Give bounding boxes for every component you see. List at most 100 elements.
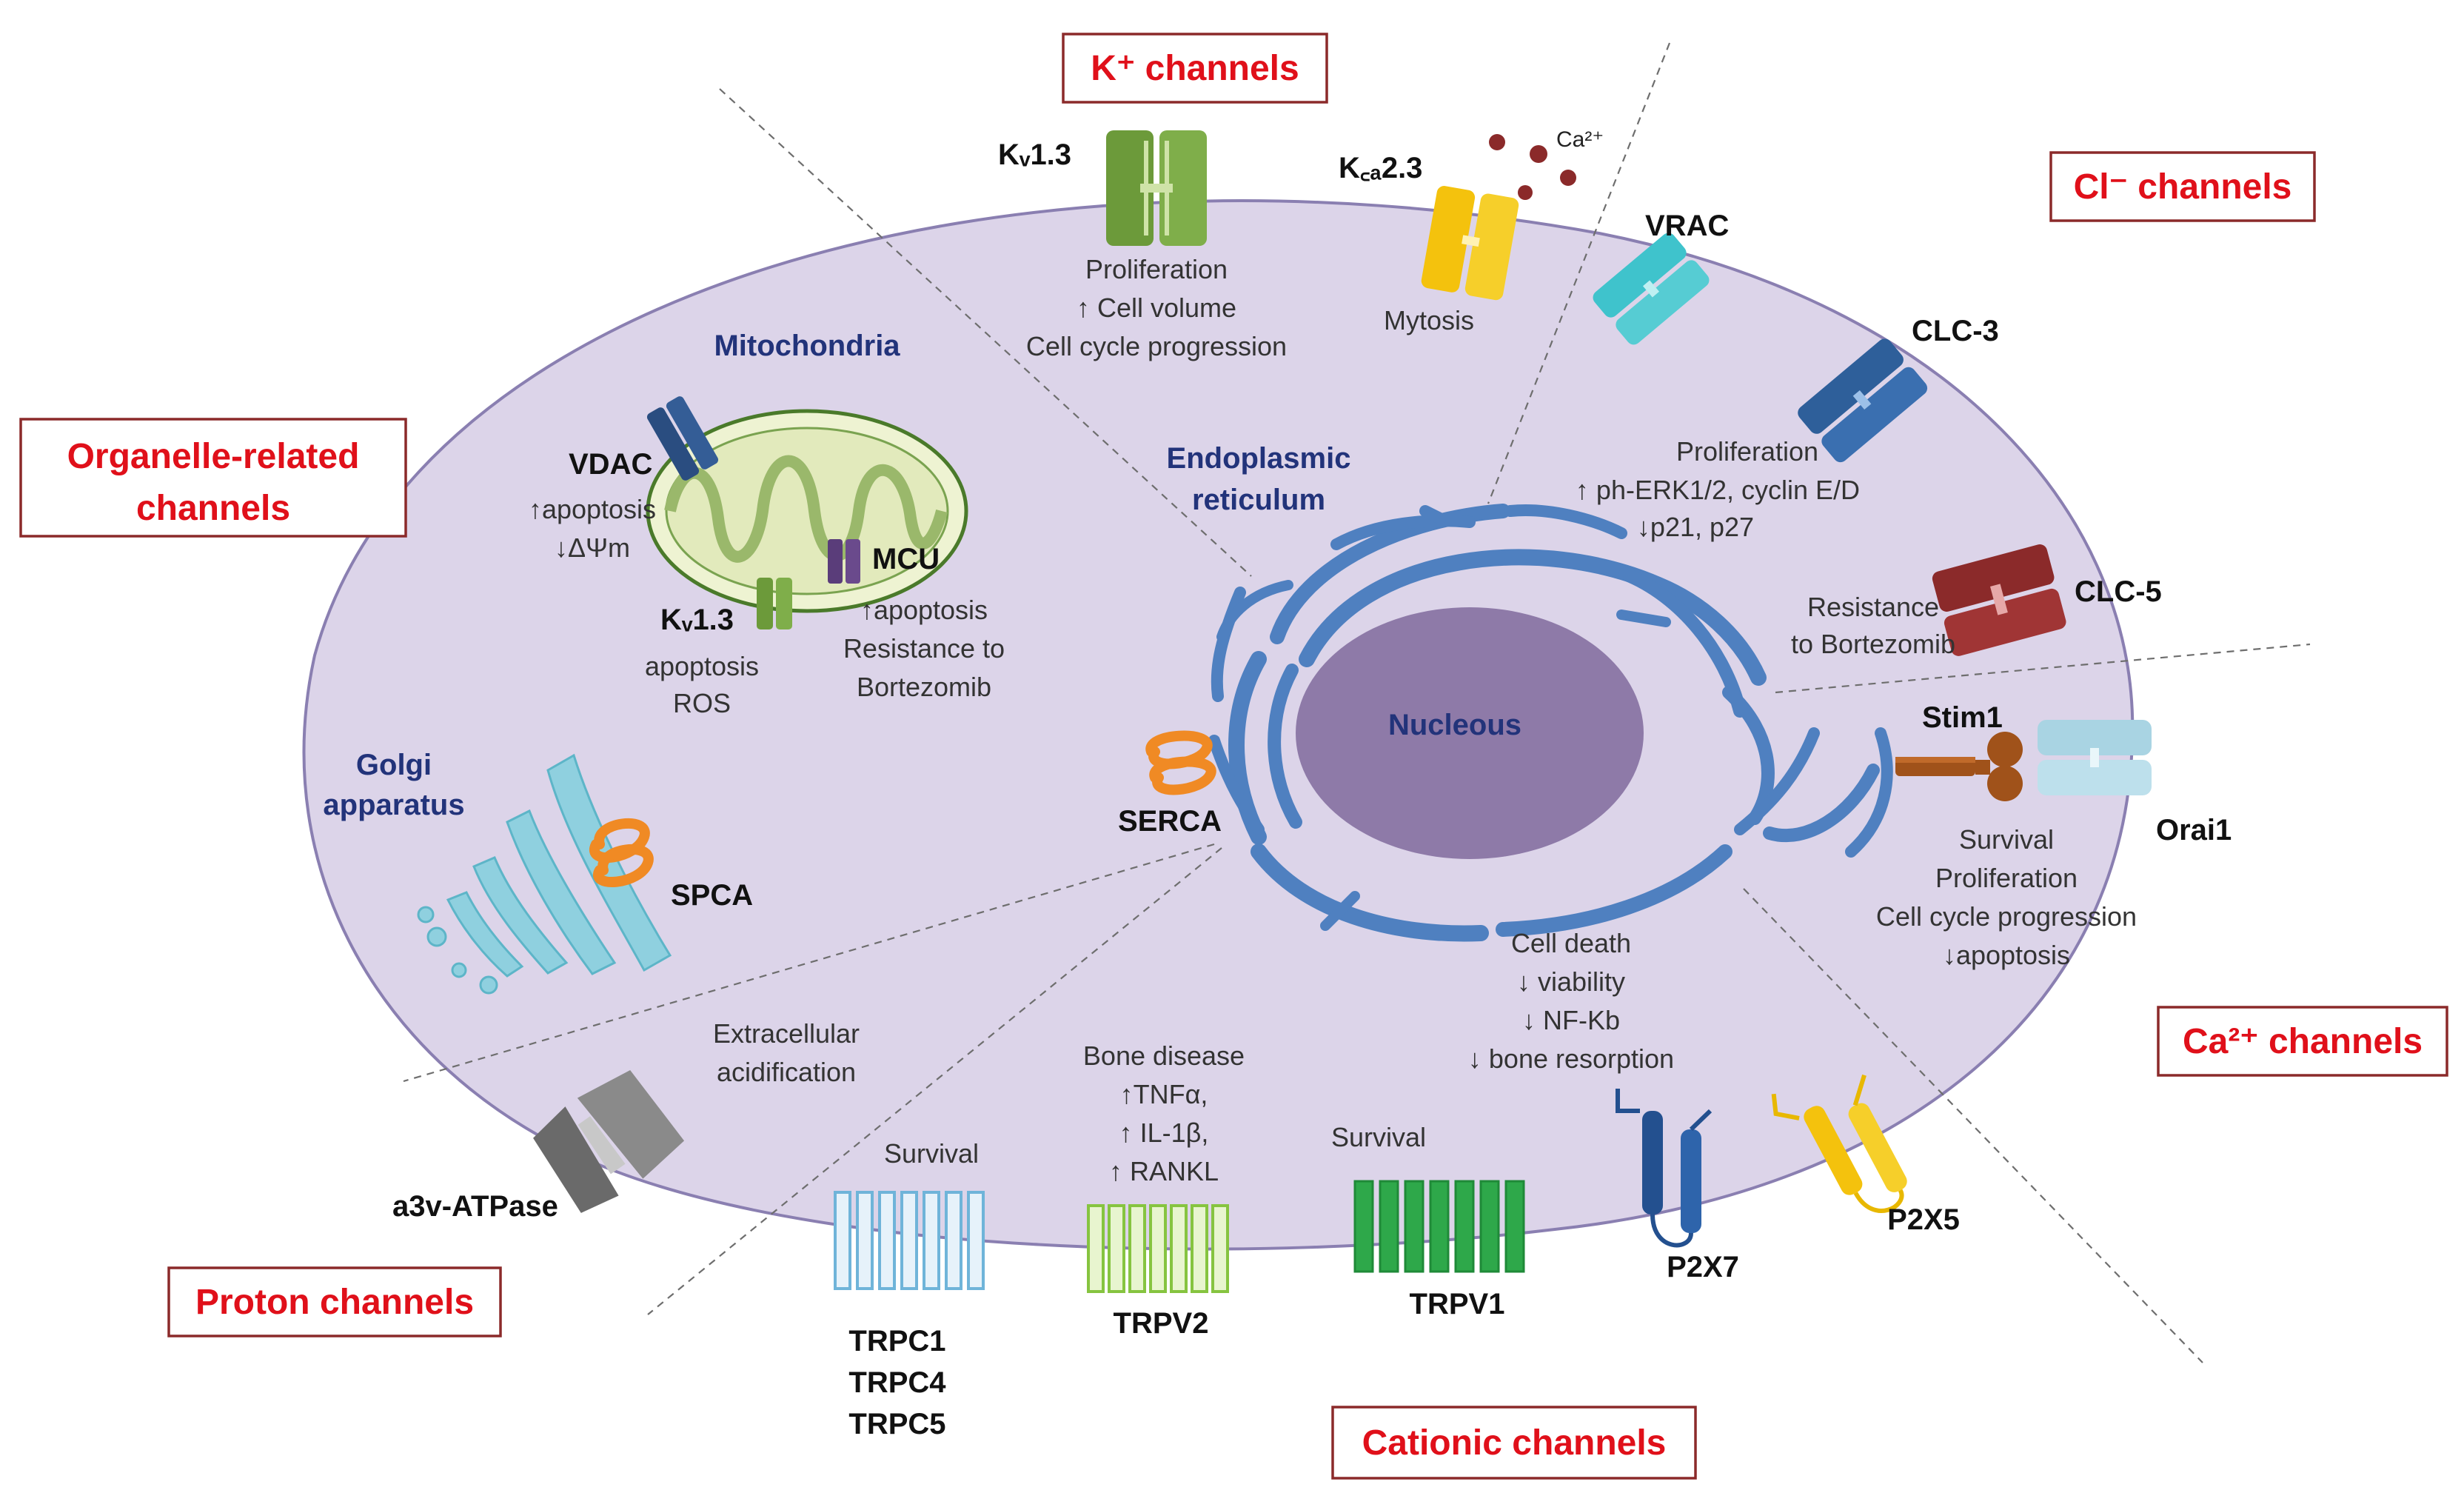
category-cl-box: Cl⁻ channels bbox=[2049, 151, 2316, 222]
serca-label: SERCA bbox=[1118, 805, 1222, 838]
cl-effect-3: ↓p21, p27 bbox=[1637, 512, 1754, 542]
golgi-label-2: apparatus bbox=[323, 789, 464, 821]
kca23-channel-icon bbox=[1421, 186, 1519, 301]
cl-effect-1: Proliferation bbox=[1676, 436, 1818, 467]
trpv2-effect-3: ↑ IL-1β, bbox=[1119, 1118, 1209, 1148]
trpc-effect-1: Survival bbox=[884, 1138, 979, 1169]
kv13-mito-effect-1: apoptosis bbox=[645, 651, 759, 681]
category-ca-box: Ca²⁺ channels bbox=[2157, 1006, 2448, 1077]
vrac-channel-icon bbox=[1593, 233, 1710, 345]
kv13-label: Kᵥ1.3 bbox=[998, 138, 1071, 171]
vdac-label: VDAC bbox=[569, 448, 652, 481]
kv13-mito-effect-2: ROS bbox=[673, 688, 731, 718]
spca-pump-icon bbox=[589, 818, 654, 887]
trpv1-label: TRPV1 bbox=[1410, 1288, 1505, 1320]
p2x7-channel-icon bbox=[1616, 1089, 1713, 1248]
category-k-box: K⁺ channels bbox=[1062, 33, 1328, 104]
clc3-label: CLC-3 bbox=[1912, 315, 1999, 347]
p2x7-effects: Cell death ↓ viability ↓ NF-Kb ↓ bone re… bbox=[1468, 928, 1674, 1074]
category-organelle-label-2: channels bbox=[136, 489, 290, 528]
stim1-orai1-effects: Survival Proliferation Cell cycle progre… bbox=[1876, 824, 2137, 970]
p2x7-effect-4: ↓ bone resorption bbox=[1468, 1043, 1674, 1074]
sector-dividers bbox=[403, 42, 2311, 1363]
er-label-2: reticulum bbox=[1192, 484, 1325, 516]
a3v-effects: Extracellular acidification bbox=[713, 1018, 860, 1087]
trpv2-effect-4: ↑ RANKL bbox=[1109, 1156, 1219, 1186]
p2x7-effect-3: ↓ NF-Kb bbox=[1522, 1005, 1620, 1035]
spca-label: SPCA bbox=[671, 879, 753, 912]
category-cationic-box: Cationic channels bbox=[1331, 1406, 1697, 1480]
clc5-effects: Resistance to Bortezomib bbox=[1791, 592, 1955, 659]
p2x5-label: P2X5 bbox=[1887, 1203, 1960, 1236]
category-proton-box: Proton channels bbox=[167, 1266, 502, 1337]
vrac-label: VRAC bbox=[1645, 210, 1729, 242]
category-ca-label: Ca²⁺ channels bbox=[2183, 1022, 2423, 1061]
stim1-effect-4: ↓apoptosis bbox=[1943, 940, 2070, 970]
golgi-label-1: Golgi bbox=[356, 749, 432, 781]
kv13-channel-icon bbox=[1106, 130, 1207, 246]
serca-pump-icon bbox=[1145, 730, 1216, 795]
nucleus bbox=[1296, 607, 1644, 859]
mcu-channel-icon bbox=[828, 539, 860, 584]
category-k-label: K⁺ channels bbox=[1091, 49, 1299, 88]
category-cl-label: Cl⁻ channels bbox=[2074, 167, 2292, 207]
stim1-effect-3: Cell cycle progression bbox=[1876, 901, 2137, 932]
kv13-effect-3: Cell cycle progression bbox=[1026, 331, 1287, 361]
clc5-effect-1: Resistance bbox=[1807, 592, 1939, 622]
vdac-effects: ↑apoptosis ↓ΔΨm bbox=[529, 494, 656, 563]
stim1-protein-icon bbox=[1895, 732, 2023, 801]
nucleus-label: Nucleous bbox=[1388, 709, 1521, 741]
a3v-atpase-icon bbox=[533, 1069, 685, 1213]
stim1-label: Stim1 bbox=[1922, 701, 2003, 734]
a3v-effect-1: Extracellular bbox=[713, 1018, 860, 1049]
clc5-channel-icon bbox=[1932, 544, 2066, 656]
orai1-channel-icon bbox=[2038, 720, 2152, 795]
kv13-mito-effects: apoptosis ROS bbox=[645, 651, 759, 718]
trpc4-label: TRPC4 bbox=[848, 1366, 946, 1399]
a3v-label: a3v-ATPase bbox=[392, 1190, 558, 1223]
clc5-effect-2: to Bortezomib bbox=[1791, 629, 1955, 659]
p2x5-channel-icon bbox=[1771, 1074, 1907, 1213]
mitochondria-label: Mitochondria bbox=[714, 330, 900, 362]
kv13-mito-channel-icon bbox=[757, 578, 792, 629]
p2x7-effect-1: Cell death bbox=[1511, 928, 1631, 958]
kv13-effect-1: Proliferation bbox=[1085, 254, 1228, 284]
clc3-channel-icon bbox=[1798, 338, 1928, 463]
trpv2-effects: Bone disease ↑TNFα, ↑ IL-1β, ↑ RANKL bbox=[1083, 1041, 1245, 1186]
er-label-1: Endoplasmic bbox=[1167, 442, 1351, 475]
kca23-effect-1: Mytosis bbox=[1384, 305, 1474, 335]
cl-effect-2: ↑ ph-ERK1/2, cyclin E/D bbox=[1576, 475, 1860, 505]
orai1-label: Orai1 bbox=[2156, 814, 2232, 846]
category-organelle-box: Organelle-related channels bbox=[19, 418, 407, 538]
vdac-effect-1: ↑apoptosis bbox=[529, 494, 656, 524]
kca23-label: K꜀ₐ2.3 bbox=[1339, 152, 1422, 184]
endoplasmic-reticulum bbox=[1208, 504, 1893, 942]
mcu-effect-2: Resistance to bbox=[843, 633, 1005, 664]
vdac-channel-icon bbox=[646, 396, 719, 481]
stim1-effect-2: Proliferation bbox=[1935, 863, 2078, 893]
calcium-ions bbox=[1489, 134, 1576, 200]
trpv2-label: TRPV2 bbox=[1114, 1307, 1209, 1340]
mitochondrion bbox=[646, 409, 968, 613]
kv13-effects: Proliferation ↑ Cell volume Cell cycle p… bbox=[1026, 254, 1287, 361]
trpv2-effect-1: Bone disease bbox=[1083, 1041, 1245, 1071]
mcu-label: MCU bbox=[872, 543, 940, 575]
category-cationic-label: Cationic channels bbox=[1362, 1423, 1667, 1463]
trpc1-label: TRPC1 bbox=[848, 1325, 945, 1357]
p2x7-label: P2X7 bbox=[1667, 1251, 1739, 1283]
trpv1-channel-icon bbox=[1353, 1180, 1525, 1273]
a3v-effect-2: acidification bbox=[717, 1057, 856, 1087]
trpv2-effect-2: ↑TNFα, bbox=[1120, 1079, 1208, 1109]
trpv2-channel-icon bbox=[1087, 1204, 1229, 1293]
mcu-effect-1: ↑apoptosis bbox=[860, 595, 988, 625]
trpc-channel-icon bbox=[834, 1191, 985, 1290]
p2x7-effect-2: ↓ viability bbox=[1517, 966, 1625, 997]
clc5-label: CLC-5 bbox=[2075, 575, 2162, 608]
category-organelle-label-1: Organelle-related bbox=[67, 437, 360, 476]
kv13-effect-2: ↑ Cell volume bbox=[1077, 293, 1236, 323]
trpv1-effect-1: Survival bbox=[1331, 1122, 1426, 1152]
mcu-effect-3: Bortezomib bbox=[857, 672, 991, 702]
calcium-ion-label: Ca²⁺ bbox=[1556, 127, 1604, 152]
trpc5-label: TRPC5 bbox=[848, 1408, 945, 1440]
